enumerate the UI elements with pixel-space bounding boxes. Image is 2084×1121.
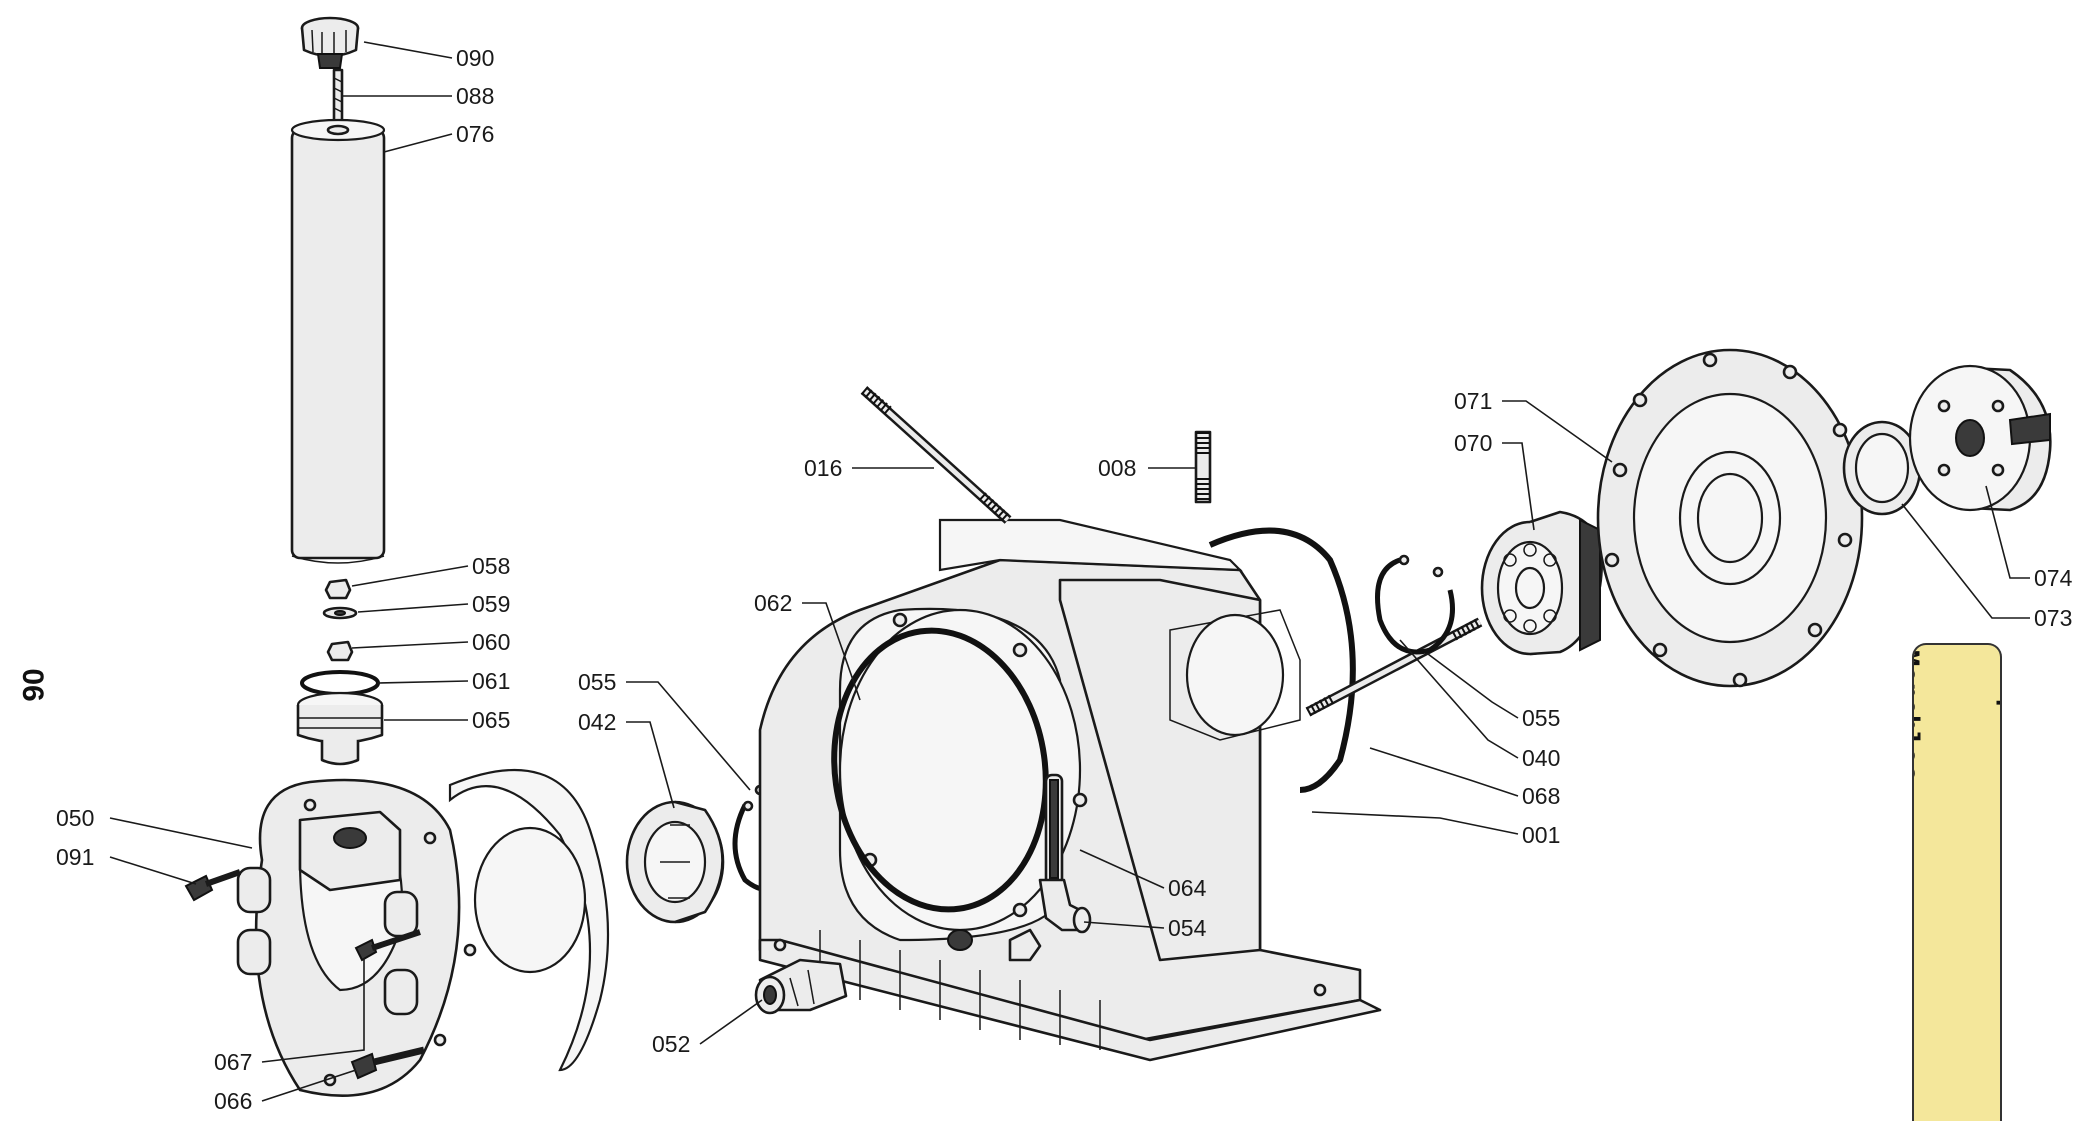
stud-016 [860, 386, 1012, 524]
label-052: 052 [652, 1031, 690, 1057]
section-tab-line-2: Monobloc [1912, 650, 1924, 781]
label-055-front: 055 [578, 669, 616, 695]
o-ring-061 [300, 670, 380, 696]
hose-fitting-052 [754, 958, 848, 1015]
stud-008 [1194, 430, 1212, 504]
label-068: 068 [1522, 783, 1560, 809]
label-074: 074 [2034, 565, 2073, 591]
retaining-ring-055-rear [1375, 554, 1455, 655]
label-016: 016 [804, 455, 842, 481]
label-076: 076 [456, 121, 494, 147]
needle-bearing-042 [625, 800, 725, 924]
shaft-seal-073 [1842, 420, 1922, 516]
label-071: 071 [1454, 388, 1492, 414]
washer-059 [322, 606, 358, 620]
filter-cartridge-076 [290, 118, 386, 564]
label-054: 054 [1168, 915, 1207, 941]
section-tab: Compresseur à haute Monobloc [1912, 643, 2002, 1121]
label-042: 042 [578, 709, 616, 735]
ball-bearing-070 [1480, 510, 1603, 656]
label-088: 088 [456, 83, 494, 109]
crankcase-001 [758, 518, 1382, 1062]
elbow-fitting-054 [1038, 878, 1092, 934]
label-061: 061 [472, 668, 510, 694]
label-066: 066 [214, 1088, 252, 1114]
filter-knob-090 [300, 16, 360, 69]
o-ring-068 [1208, 527, 1356, 793]
label-008: 008 [1098, 455, 1136, 481]
label-040: 040 [1522, 745, 1560, 771]
label-073: 073 [2034, 605, 2072, 631]
label-050: 050 [56, 805, 94, 831]
label-060: 060 [472, 629, 510, 655]
label-058: 058 [472, 553, 510, 579]
label-091: 091 [56, 844, 94, 870]
coupling-hub-074 [1908, 364, 2052, 512]
nut-060 [326, 640, 354, 662]
sight-tube-064 [1044, 773, 1064, 887]
section-tab-text: Compresseur à haute Monobloc [1912, 650, 2002, 1120]
stud-040 [1305, 617, 1483, 717]
label-055-rear: 055 [1522, 705, 1560, 731]
leader-lines [109, 41, 2030, 1102]
gasket [448, 768, 610, 1072]
label-065: 065 [472, 707, 510, 733]
section-tab-line-1: Compresseur à haute [1995, 650, 2002, 959]
rear-flange-071 [1596, 348, 1864, 688]
label-070: 070 [1454, 430, 1492, 456]
label-064: 064 [1168, 875, 1207, 901]
front-cover-050 [236, 778, 477, 1097]
screw-067 [354, 929, 421, 962]
o-ring-062 [831, 627, 1049, 913]
screw-091 [184, 869, 241, 902]
nut-058 [324, 578, 352, 600]
label-067: 067 [214, 1049, 252, 1075]
screw-066 [350, 1046, 425, 1080]
label-062: 062 [754, 590, 792, 616]
filter-head-065 [296, 691, 384, 766]
label-001: 001 [1522, 822, 1560, 848]
label-090: 090 [456, 45, 494, 71]
label-059: 059 [472, 591, 510, 617]
